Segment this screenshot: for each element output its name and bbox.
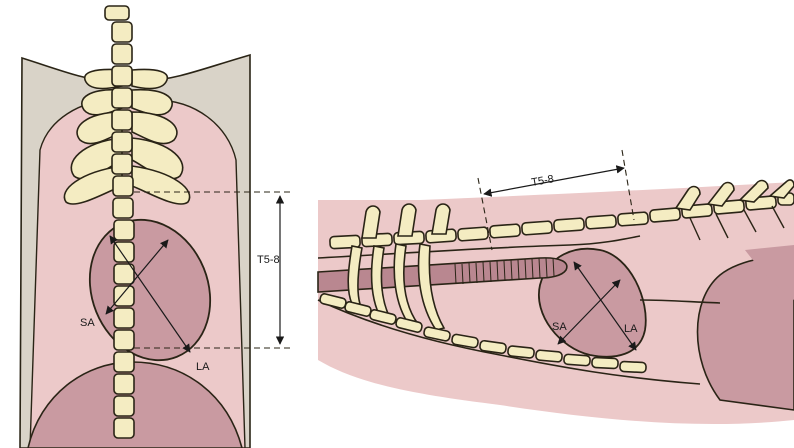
lat-span-label: T5-8 <box>530 173 554 189</box>
ventrodorsal-view: T5-8 SA LA <box>20 6 290 448</box>
lateral-view: T5-8 SA LA <box>318 150 794 424</box>
vd-short-axis-label: SA <box>80 317 95 329</box>
lat-short-axis-label: SA <box>552 321 567 333</box>
vd-long-axis-label: LA <box>196 361 210 373</box>
vd-rib <box>132 70 167 89</box>
lat-long-axis-label: LA <box>624 323 638 335</box>
vd-span-label: T5-8 <box>257 254 280 266</box>
